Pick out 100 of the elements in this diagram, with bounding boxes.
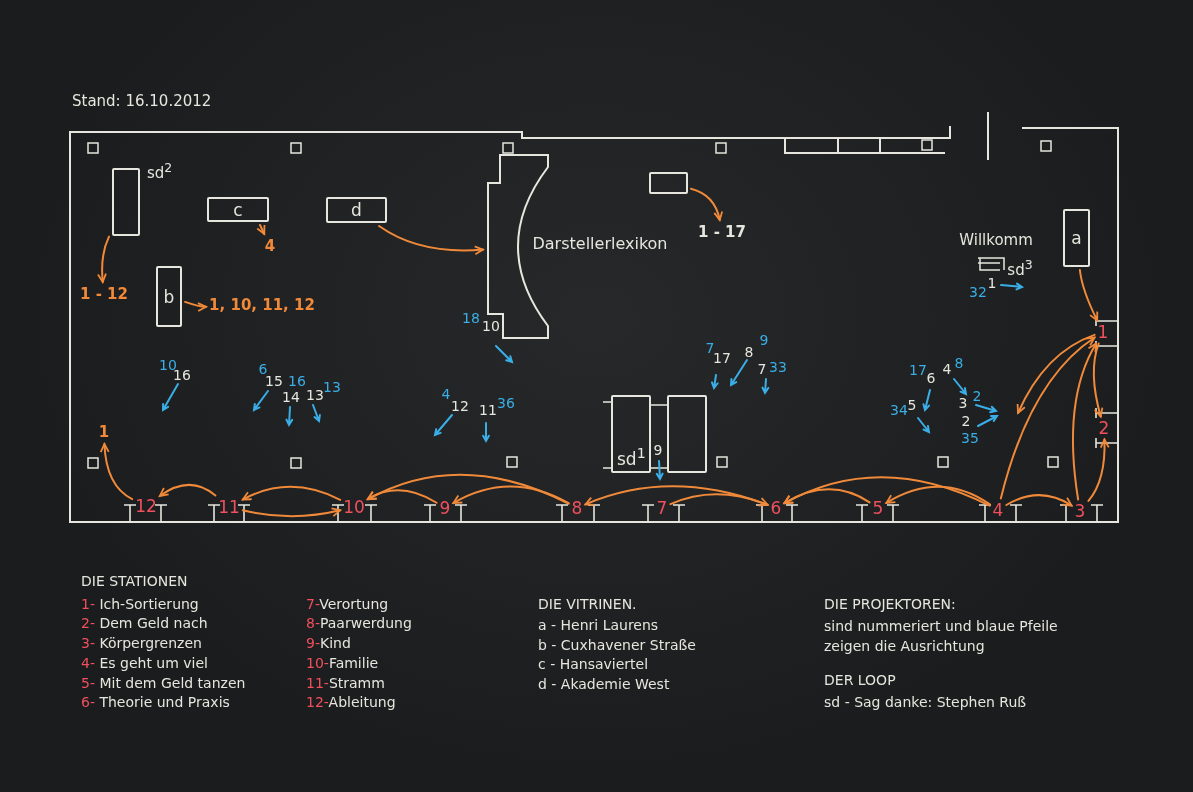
projector-number: 14 <box>282 389 300 405</box>
projector-number: 35 <box>961 430 979 446</box>
projector-number: 1 <box>987 275 997 291</box>
arrow <box>1087 438 1110 502</box>
station-number: 8 <box>571 499 583 517</box>
arrow <box>452 485 570 505</box>
legend-entry: 8-Paarwerdung <box>306 615 412 631</box>
legend-heading: DIE STATIONEN <box>81 573 188 589</box>
station-reference: 4 <box>264 237 276 255</box>
arrow <box>885 485 991 506</box>
legend-entry: a - Henri Laurens <box>538 617 659 633</box>
projector-number: 17 <box>909 362 927 378</box>
legend-entry: 3- Körpergrenzen <box>81 635 202 651</box>
showcase-box: c <box>207 197 269 222</box>
projector-number: 17 <box>713 350 731 366</box>
arrow <box>1071 342 1098 501</box>
station-number: 7 <box>656 499 668 517</box>
projector-number: 9 <box>759 332 769 348</box>
projector-number: 18 <box>462 310 480 326</box>
legend-entry: sd - Sag danke: Stephen Ruß <box>824 694 1027 710</box>
legend-heading: DER LOOP <box>824 672 896 688</box>
arrow <box>378 225 484 255</box>
showcase-box <box>112 168 140 236</box>
legend-entry: 1- Ich-Sortierung <box>81 596 199 612</box>
arrow <box>783 488 871 504</box>
projector-number: 8 <box>954 355 964 371</box>
arrow <box>97 235 110 283</box>
arrow <box>100 443 134 501</box>
legend-entry: 9-Kind <box>306 635 351 651</box>
projector-number: 2 <box>972 388 982 404</box>
station-number: 3 <box>1074 502 1086 520</box>
arrow <box>366 489 438 504</box>
legend-entry: c - Hansaviertel <box>538 656 649 672</box>
projector-number: 3 <box>958 395 968 411</box>
station-number: 4 <box>992 501 1004 519</box>
station-reference: 1 - 17 <box>698 223 746 241</box>
projector-number: 8 <box>744 344 754 360</box>
arrow <box>241 485 342 501</box>
legend-entry: 4- Es geht um viel <box>81 655 208 671</box>
arrow <box>1092 342 1104 418</box>
legend-heading: DIE PROJEKTOREN: <box>824 596 956 612</box>
projector-number: 6 <box>926 370 936 386</box>
room-label: Willkomm <box>959 231 1033 249</box>
node-caption: sd$^{2}$ <box>147 160 173 182</box>
legend-entry: 7-Verortung <box>306 596 389 612</box>
projector-number: 9 <box>653 442 663 458</box>
legend-entry: zeigen die Ausrichtung <box>824 638 985 654</box>
station-number: 11 <box>218 498 240 516</box>
projector-number: 32 <box>969 284 987 300</box>
projector-number: 4 <box>942 361 952 377</box>
room-label: Darstellerlexikon <box>532 233 668 253</box>
arrow <box>690 187 723 221</box>
station-reference: 1, 10, 11, 12 <box>209 296 315 314</box>
arrow <box>1016 333 1096 414</box>
room-label: sd$^{3}$ <box>1007 257 1033 279</box>
projector-number: 13 <box>323 379 341 395</box>
projector-number: 12 <box>451 398 469 414</box>
projector-number: 36 <box>497 395 515 411</box>
arrow <box>1005 494 1073 507</box>
station-number: 5 <box>872 499 884 517</box>
projector-number: 7 <box>705 340 715 356</box>
station-number: 12 <box>135 497 157 515</box>
showcase-box: a <box>1063 209 1090 267</box>
legend-entry: 10-Familie <box>306 655 379 671</box>
arrow <box>241 507 342 518</box>
legend-entry: 5- Mit dem Geld tanzen <box>81 675 246 691</box>
legend-entry: 6- Theorie und Praxis <box>81 694 230 710</box>
legend-entry: b - Cuxhavener Straße <box>538 637 696 653</box>
projector-number: 34 <box>890 402 908 418</box>
projector-number: 5 <box>907 397 917 413</box>
arrow <box>669 493 769 507</box>
arrow <box>1078 269 1099 322</box>
projector-number: 6 <box>258 361 268 377</box>
legend-entry: 11-Stramm <box>306 675 385 691</box>
legend-entry: sind nummeriert und blaue Pfeile <box>824 618 1058 634</box>
showcase-box <box>649 172 688 194</box>
projector-number: 2 <box>961 413 971 429</box>
showcase-box <box>667 395 707 473</box>
station-reference: 1 <box>98 423 110 441</box>
projector-number: 7 <box>757 361 767 377</box>
showcase-box: d <box>326 197 387 223</box>
station-reference: 1 - 12 <box>80 285 128 303</box>
showcase-box: sd$^{1}$ <box>611 395 651 473</box>
legend-entry: 2- Dem Geld nach <box>81 615 208 631</box>
station-number: 1 <box>1097 323 1109 341</box>
station-number: 6 <box>770 499 782 517</box>
legend-entry: d - Akademie West <box>538 676 670 692</box>
station-number: 9 <box>439 499 451 517</box>
projector-number: 16 <box>288 373 306 389</box>
title: Stand: 16.10.2012 <box>72 92 212 110</box>
projector-number: 15 <box>265 373 283 389</box>
station-number: 10 <box>343 498 365 516</box>
projector-number: 11 <box>479 402 497 418</box>
legend-entry: 12-Ableitung <box>306 694 396 710</box>
showcase-box: b <box>156 266 182 327</box>
arrow <box>584 485 769 507</box>
arrow <box>999 336 1096 500</box>
station-number: 2 <box>1098 419 1110 437</box>
arrow <box>158 483 217 497</box>
projector-number: 13 <box>306 387 324 403</box>
